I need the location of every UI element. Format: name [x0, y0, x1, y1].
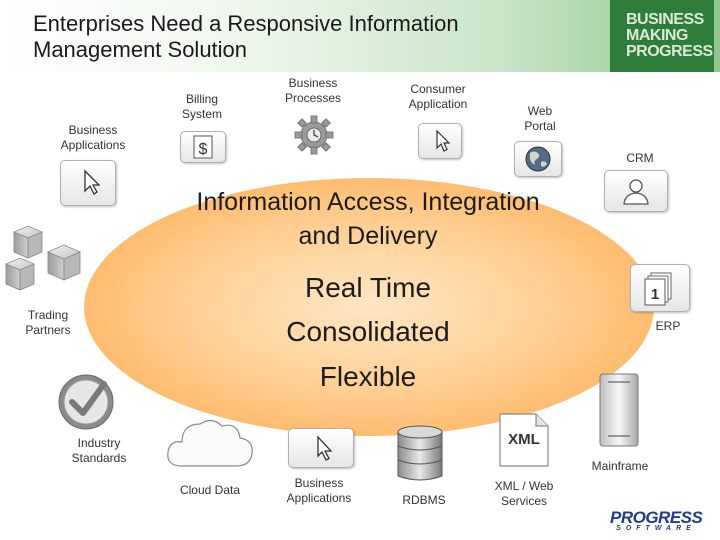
cursor-icon: [418, 123, 462, 159]
label-business-processes: Business Processes: [284, 76, 342, 105]
stack-icon: 1: [630, 264, 690, 312]
cursor-icon: [288, 428, 354, 468]
progress-logo: PROGRESS SOFTWARE: [610, 508, 703, 532]
logo-word: PROGRESS: [610, 508, 703, 527]
label-billing-system: Billing System: [181, 92, 222, 121]
slide-title: Enterprises Need a Responsive Informatio…: [33, 11, 459, 62]
xml-doc-text: XML: [508, 431, 540, 448]
label-crm: CRM: [626, 151, 654, 165]
label-mainframe: Mainframe: [591, 459, 649, 473]
center-title: Information Access, Integration and Deli…: [196, 188, 540, 250]
brand-line-2: MAKING: [626, 27, 688, 44]
label-erp: ERP: [655, 319, 681, 333]
brand-line-3: PROGRESS: [626, 43, 713, 60]
server-tower-icon: [596, 370, 642, 450]
globe-icon: [514, 141, 562, 177]
label-cloud-data: Cloud Data: [179, 483, 241, 497]
center-line-real-time: Real Time: [304, 272, 432, 303]
erp-number: 1: [651, 286, 659, 303]
xml-document-icon: XML: [492, 410, 556, 470]
checkmark-icon: [56, 372, 116, 432]
database-icon: [392, 422, 448, 486]
label-consumer-application: Consumer Application: [408, 82, 468, 111]
central-ellipse: [84, 178, 654, 436]
label-rdbms: RDBMS: [402, 493, 446, 507]
cloud-icon: [160, 410, 260, 476]
center-line-consolidated: Consolidated: [286, 316, 450, 347]
label-industry-standards: Industry Standards: [71, 436, 127, 465]
dollar-document-icon: $: [180, 131, 226, 163]
dollar-symbol: $: [199, 141, 208, 158]
user-icon: [604, 170, 668, 212]
center-line-flexible: Flexible: [319, 361, 417, 392]
cubes-icon: [0, 218, 95, 298]
label-business-applications-top: Business Applications: [60, 123, 126, 152]
label-business-applications-bottom: Business Applications: [286, 476, 352, 505]
cursor-icon: [60, 160, 116, 206]
logo-tagline: SOFTWARE: [616, 525, 696, 532]
brand-badge: BUSINESS MAKING PROGRESS: [610, 0, 714, 72]
label-trading-partners: Trading Partners: [25, 308, 71, 337]
header-band: [0, 0, 720, 72]
label-xml-web-services: XML / Web Services: [494, 479, 554, 508]
brand-line-1: BUSINESS: [626, 11, 704, 28]
gear-icon: [292, 113, 336, 157]
label-web-portal: Web Portal: [524, 104, 556, 133]
